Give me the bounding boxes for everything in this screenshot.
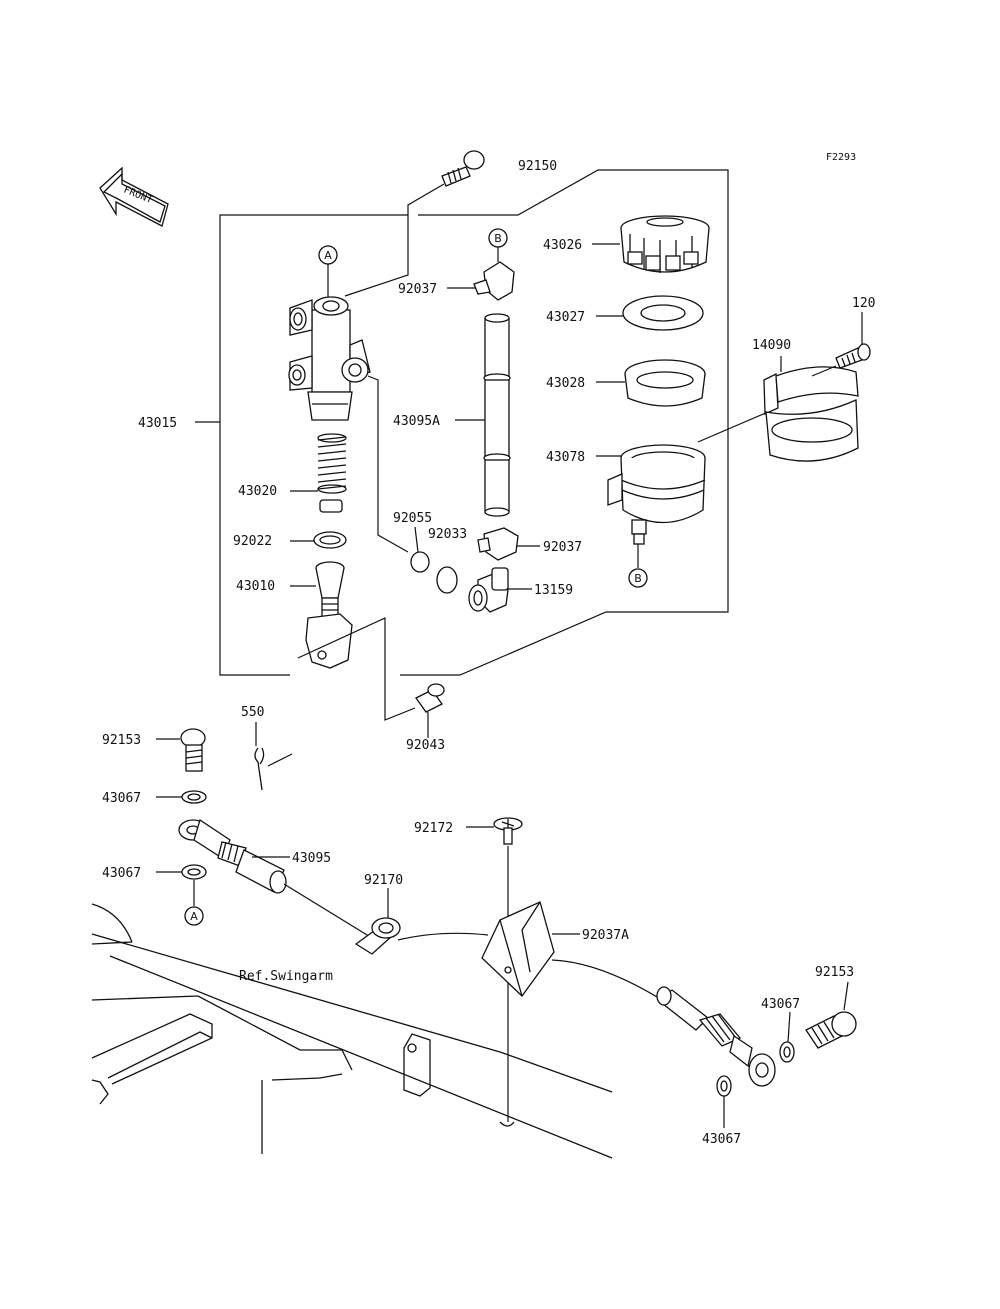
part-label-43067-d: 43067	[702, 1132, 741, 1147]
part-label-43067-b: 43067	[102, 866, 141, 881]
part-label-92055: 92055	[393, 511, 432, 526]
leader-92055	[367, 375, 409, 553]
part-label-43078: 43078	[546, 450, 585, 465]
washer-43067-b	[181, 864, 207, 880]
part-label-92033: 92033	[428, 527, 467, 542]
part-label-43020: 43020	[238, 484, 277, 499]
ref-swingarm-note: Ref.Swingarm	[239, 969, 333, 984]
bracket-14090	[763, 366, 859, 462]
washer-43067-c	[779, 1041, 795, 1063]
part-label-92150: 92150	[518, 159, 557, 174]
fitting-13159	[468, 567, 509, 613]
clamp-92037-top	[473, 261, 515, 301]
clamp-92170	[354, 917, 401, 955]
part-label-43026: 43026	[543, 238, 582, 253]
part-label-92153-right: 92153	[815, 965, 854, 980]
part-label-550: 550	[241, 705, 264, 720]
master-cylinder-body	[288, 296, 371, 421]
leader-14090-reservoir	[697, 411, 769, 443]
part-label-13159: 13159	[534, 583, 573, 598]
part-label-43095A: 43095A	[393, 414, 440, 429]
part-label-92022: 92022	[233, 534, 272, 549]
clamp-92037-mid	[477, 527, 519, 561]
part-label-43067-a: 43067	[102, 791, 141, 806]
screw-120	[835, 343, 871, 369]
part-label-43028: 43028	[546, 376, 585, 391]
part-label-43095: 43095	[292, 851, 331, 866]
diaphragm-plate-43027	[622, 295, 704, 331]
callout-b-top-label: B	[494, 232, 502, 245]
part-label-92043: 92043	[406, 738, 445, 753]
front-arrow-icon: FRONT	[99, 166, 169, 227]
leader-92043	[297, 617, 416, 721]
callout-a-bottom-label: A	[190, 910, 198, 923]
banjo-bolt-92153-left	[180, 728, 206, 772]
part-label-92037-top: 92037	[398, 282, 437, 297]
part-label-43067-c: 43067	[761, 997, 800, 1012]
circlip-92022	[313, 531, 347, 549]
banjo-bolt-92153-right	[805, 1011, 857, 1049]
part-label-92172: 92172	[414, 821, 453, 836]
washer-43067-a	[181, 790, 207, 804]
screw-92172	[493, 817, 523, 845]
callout-b-bottom	[628, 568, 648, 588]
washer-43067-d	[716, 1075, 732, 1097]
part-label-92037-mid: 92037	[543, 540, 582, 555]
cotter-pin-550	[254, 747, 293, 791]
part-label-92170: 92170	[364, 873, 403, 888]
oring-92055	[410, 551, 430, 573]
part-label-120: 120	[852, 296, 875, 311]
part-label-43027: 43027	[546, 310, 585, 325]
leader-92150	[344, 183, 445, 297]
callout-a-top-label: A	[324, 249, 332, 262]
part-label-92153-left: 92153	[102, 733, 141, 748]
reservoir-43078	[607, 444, 706, 545]
kit-boundary-line-2	[400, 169, 729, 676]
reservoir-cap-43026	[620, 215, 710, 273]
push-rod-43010	[305, 561, 353, 669]
part-label-92037A: 92037A	[582, 928, 629, 943]
bolt-92150	[441, 150, 485, 187]
part-label-43010: 43010	[236, 579, 275, 594]
part-label-43015: 43015	[138, 416, 177, 431]
hose-guide-92037A	[481, 901, 555, 997]
diaphragm-43028	[624, 359, 706, 407]
kit-boundary-line	[219, 214, 408, 676]
swingarm-outline	[91, 903, 613, 1159]
pin-92043	[415, 683, 445, 713]
hose-line-left	[283, 883, 373, 939]
spring-43020	[317, 433, 347, 513]
brake-hose-43095	[178, 818, 287, 894]
hose-line-right	[551, 959, 663, 1001]
part-label-14090: 14090	[752, 338, 791, 353]
hose-43095A	[483, 313, 511, 517]
circlip-92033	[436, 566, 458, 594]
callout-a-bottom	[184, 906, 204, 926]
brake-hose-right-end	[656, 986, 776, 1087]
callout-b-bottom-label: B	[634, 572, 642, 585]
hose-line-mid	[397, 932, 489, 941]
figure-code: F2293	[826, 152, 856, 163]
